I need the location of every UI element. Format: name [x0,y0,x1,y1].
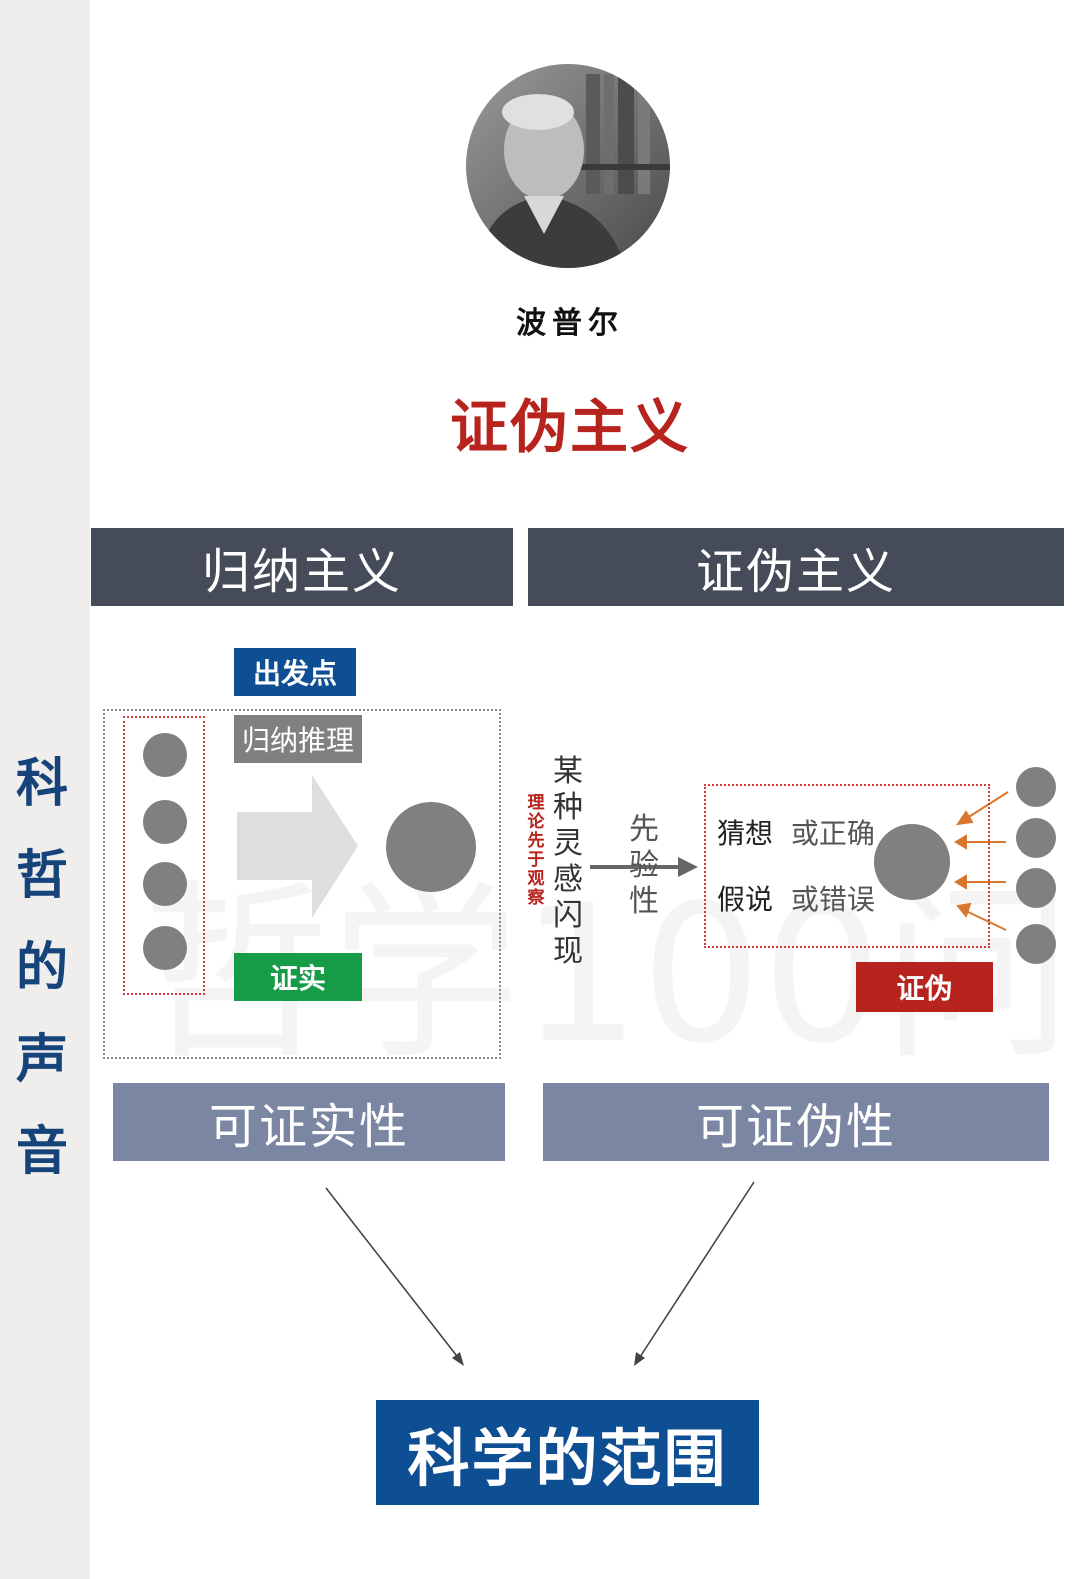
verification-tag: 证实 [234,953,362,1001]
observation-dot [143,862,187,906]
scope-of-science-box: 科学的范围 [376,1400,759,1505]
hypothesis-dot [874,824,950,900]
observation-dot [1016,818,1056,858]
sidebar-char: 的 [15,938,68,998]
conjecture-label: 猜想 或正确 [717,817,875,850]
right-convergence-arrow [637,1181,755,1361]
person-name: 波普尔 [516,306,624,341]
apriori-text: 先 验 性 [629,812,659,919]
hypothesis-frame [704,784,990,948]
falsification-header: 证伪主义 [528,528,1064,606]
observation-dot [143,800,187,844]
observation-dot [143,926,187,970]
page-title: 证伪主义 [449,393,690,461]
observation-dot [143,733,187,777]
sidebar-title: 科 哲 的 声 音 [6,738,78,1198]
verifiability-bar: 可证实性 [113,1083,505,1161]
falsifiability-bar: 可证伪性 [543,1083,1049,1161]
hypothesis-arrowhead [678,857,698,877]
hypothesis-label: 假说 或错误 [717,883,875,916]
inductive-reasoning-tag: 归纳推理 [234,715,362,763]
sidebar-char: 声 [15,1030,68,1090]
observation-dot [1016,868,1056,908]
start-point-tag: 出发点 [234,648,356,696]
falsification-tag: 证伪 [856,962,993,1012]
sidebar: 科 哲 的 声 音 [0,0,90,1579]
sidebar-char: 音 [15,1122,68,1182]
induction-arrow [237,775,358,918]
observations-frame [123,716,205,995]
induction-header: 归纳主义 [91,528,513,606]
observation-dot [1016,767,1056,807]
observation-dot [1016,924,1056,964]
sidebar-char: 哲 [15,846,68,906]
left-convergence-arrow [325,1187,461,1361]
portrait-photo [466,64,670,268]
theory-before-observation-note: 理 论 先 于 观 察 [527,793,545,908]
induction-frame [103,709,501,1059]
sidebar-char: 科 [15,754,68,814]
falsification-arrows [954,791,1009,931]
theory-dot [386,802,476,892]
inspiration-text: 某 种 灵 感 闪 现 [553,754,583,969]
